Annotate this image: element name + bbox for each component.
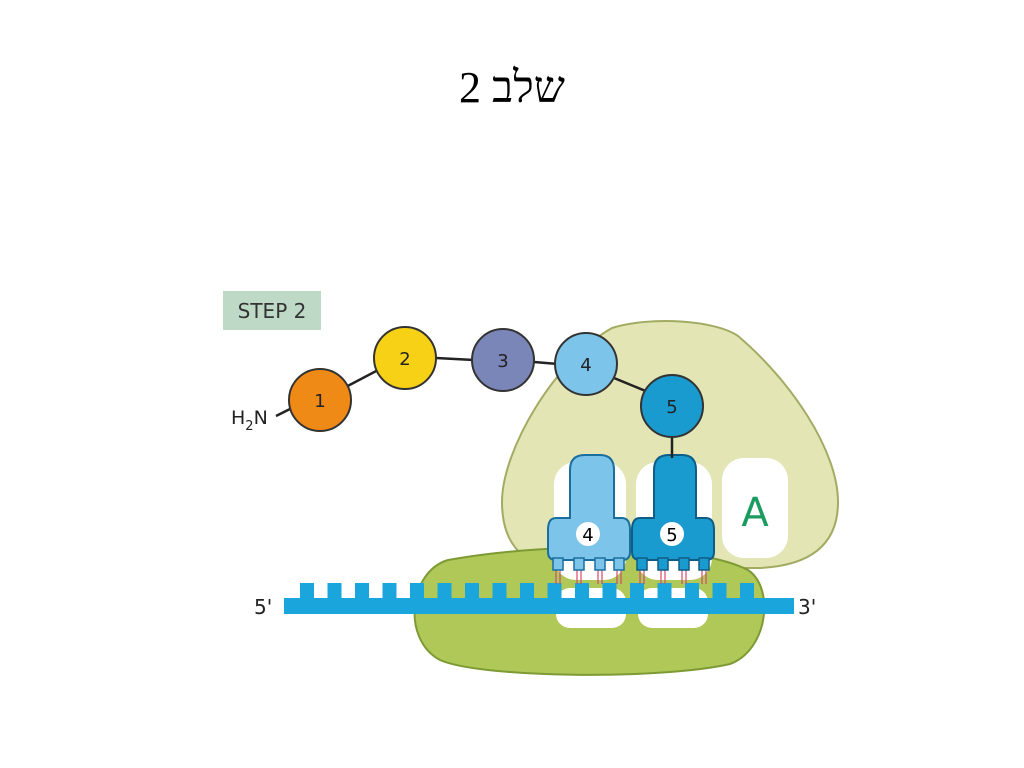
trna-4-label: 4 — [582, 525, 593, 546]
trna-5-label-circle — [660, 522, 684, 546]
mrna-base — [492, 583, 507, 599]
step-badge — [223, 291, 321, 330]
amino-acid-5: 5 — [640, 374, 704, 438]
amino-acid-1: 1 — [288, 368, 352, 432]
mrna-base — [685, 583, 699, 599]
step-badge-label: STEP 2 — [238, 299, 307, 323]
mrna-base — [547, 583, 562, 599]
amino-acid-1-label: 1 — [314, 391, 325, 412]
mrna-base — [410, 583, 424, 599]
mrna-base — [355, 583, 369, 599]
mrna-backbone — [284, 598, 794, 614]
mrna-base — [712, 583, 727, 599]
amino-acid-3: 3 — [471, 328, 535, 392]
amino-acid-4: 4 — [554, 332, 618, 396]
slide-title: שלב 2 — [459, 63, 565, 112]
amino-terminus-subscript: 2 — [245, 419, 253, 434]
amino-acid-2-label: 2 — [399, 349, 410, 370]
trna-5: 5 — [631, 454, 715, 571]
amino-terminus-h: H — [231, 407, 245, 429]
amino-acid-4-label: 4 — [580, 355, 591, 376]
mrna-base — [575, 583, 589, 599]
amino-acid-2: 2 — [373, 326, 437, 390]
mrna-three-prime-label: 3' — [798, 595, 816, 619]
mrna-base — [602, 583, 617, 599]
amino-acid-3-label: 3 — [497, 351, 508, 372]
amino-terminus-label: H2N — [231, 407, 268, 434]
mrna-base — [465, 583, 479, 599]
trna-4-anticodon-teeth — [552, 557, 625, 571]
mrna-base — [630, 583, 644, 599]
mrna-strand — [284, 583, 794, 614]
mrna-base — [382, 583, 397, 599]
trna-5-anticodon-teeth — [636, 557, 710, 571]
trna-5-label: 5 — [666, 525, 677, 546]
mrna-base — [740, 583, 754, 599]
mrna-base — [300, 583, 314, 599]
trna-4: 4 — [547, 454, 631, 571]
mrna-base — [657, 583, 672, 599]
mrna-base — [327, 583, 342, 599]
a-site-label: A — [741, 490, 769, 536]
mrna-base — [437, 583, 452, 599]
amino-acid-5-label: 5 — [666, 397, 677, 418]
trna-4-label-circle — [576, 522, 600, 546]
base-pairing-lines — [555, 570, 707, 584]
mrna-base — [520, 583, 534, 599]
mrna-five-prime-label: 5' — [254, 595, 272, 619]
amino-terminus-n: N — [254, 407, 268, 429]
